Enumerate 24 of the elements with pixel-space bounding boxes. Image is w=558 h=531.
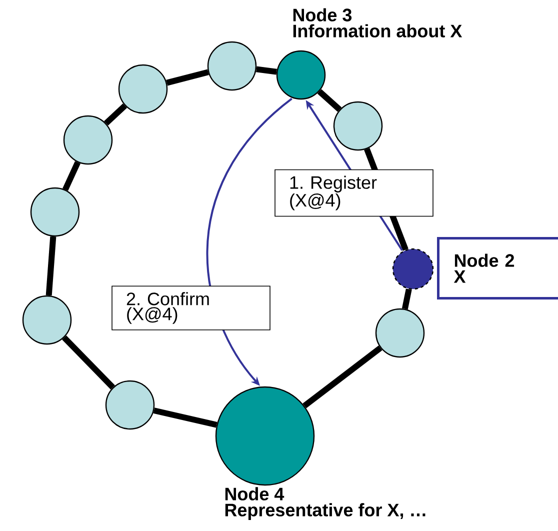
ring-segment: [317, 89, 342, 112]
ring-node: [375, 308, 425, 358]
node-label: Node 3 Information about X: [293, 8, 462, 38]
ring-node: [392, 248, 434, 290]
ring-segment: [46, 236, 56, 296]
edge-label: 2. Confirm (X@4): [112, 286, 270, 330]
ring-segment: [104, 104, 127, 126]
ring-segment: [256, 66, 277, 75]
ring-segment: [302, 346, 382, 408]
node-label: Node 4 Representative for X, …: [225, 487, 426, 520]
edge-label: 1. Register (X@4): [274, 169, 434, 217]
ring-segment: [153, 408, 218, 428]
ring-node: [333, 101, 383, 151]
ring-segment: [62, 161, 80, 191]
ring-segment: [166, 69, 209, 86]
ring-segment: [402, 288, 412, 310]
label-box: Node 2 X: [437, 237, 558, 300]
ring-node: [105, 380, 155, 430]
ring-node: [22, 295, 72, 345]
ring-node: [207, 41, 257, 91]
ring-node: [30, 187, 80, 237]
ring-node: [118, 64, 168, 114]
ring-segment: [62, 336, 115, 390]
ring-node: [63, 115, 113, 165]
